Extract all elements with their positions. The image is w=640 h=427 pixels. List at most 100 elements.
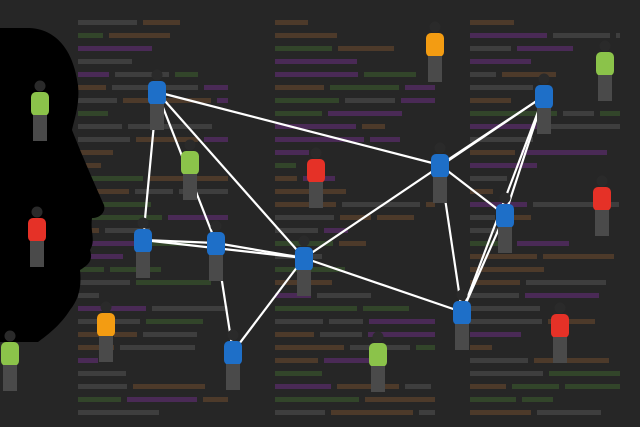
code-line [470,111,557,116]
code-line [275,85,324,90]
code-line [470,345,492,350]
code-line [136,137,198,142]
person-legs [598,75,612,101]
person-head [100,301,112,313]
code-line [548,319,595,324]
person-legs [553,337,567,363]
code-line [114,332,137,337]
code-line [146,319,203,324]
bystander-person [426,21,444,82]
person-head [434,142,446,154]
code-line [365,397,435,402]
code-line [275,33,337,38]
bystander-person [181,139,199,200]
code-line [105,228,150,233]
person-head [34,80,46,92]
code-line [470,59,531,64]
code-line [470,306,540,311]
code-line [324,228,348,233]
person-legs [226,364,240,390]
bystander-person [1,330,19,391]
person-body [134,229,152,253]
code-line [78,72,109,77]
code-line [470,319,542,324]
code-line [501,215,531,220]
code-line [470,189,493,194]
person-body [148,81,166,105]
code-line [275,384,331,389]
code-line [275,332,314,337]
code-line [275,176,297,181]
code-line [470,72,496,77]
code-line [133,384,205,389]
code-line [179,189,228,194]
code-line [197,176,228,181]
code-line [78,293,99,298]
code-line [204,85,228,90]
network-edges [141,90,546,353]
code-line [109,33,170,38]
code-line [320,332,362,337]
code-line [329,319,363,324]
person-body [369,343,387,367]
code-line [345,98,395,103]
person-legs [428,56,442,82]
person-legs [33,115,47,141]
code-line [78,176,143,181]
code-line [362,124,385,129]
code-line [553,33,610,38]
code-line [470,33,547,38]
code-line [78,254,123,259]
code-line [135,189,173,194]
code-line [78,280,130,285]
code-line [78,306,146,311]
person-head [499,192,511,204]
code-line [78,33,103,38]
code-line [533,202,619,207]
code-line [470,397,516,402]
code-line [470,98,511,103]
person-legs [183,174,197,200]
code-line [275,345,344,350]
code-line [328,111,402,116]
person-legs [136,252,150,278]
code-line [275,397,359,402]
code-line [522,397,553,402]
person-head [210,220,222,232]
code-line [175,72,198,77]
person-legs [595,210,609,236]
head-silhouette [0,28,105,342]
code-line [78,59,132,64]
code-line [152,306,228,311]
code-line [565,384,620,389]
code-line [470,332,521,337]
network-node-person [134,217,152,278]
code-line [543,254,614,259]
network-node-person [496,192,514,253]
person-head [538,73,550,85]
code-line [110,267,161,272]
code-line [401,98,435,103]
code-line [136,280,211,285]
code-line [364,72,416,77]
person-head [227,329,239,341]
code-line [78,124,122,129]
code-line [616,33,620,38]
code-line [419,410,435,415]
code-line [275,371,322,376]
code-line [275,306,357,311]
code-line [275,202,336,207]
code-line [123,98,211,103]
person-legs [209,255,223,281]
person-legs [150,104,164,130]
person-head [184,139,196,151]
code-line [338,46,394,51]
person-body [596,52,614,76]
code-line [534,358,609,363]
code-line [330,85,399,90]
person-head [4,330,16,342]
person-body [31,92,49,116]
code-line [275,163,296,168]
person-body [453,301,471,325]
